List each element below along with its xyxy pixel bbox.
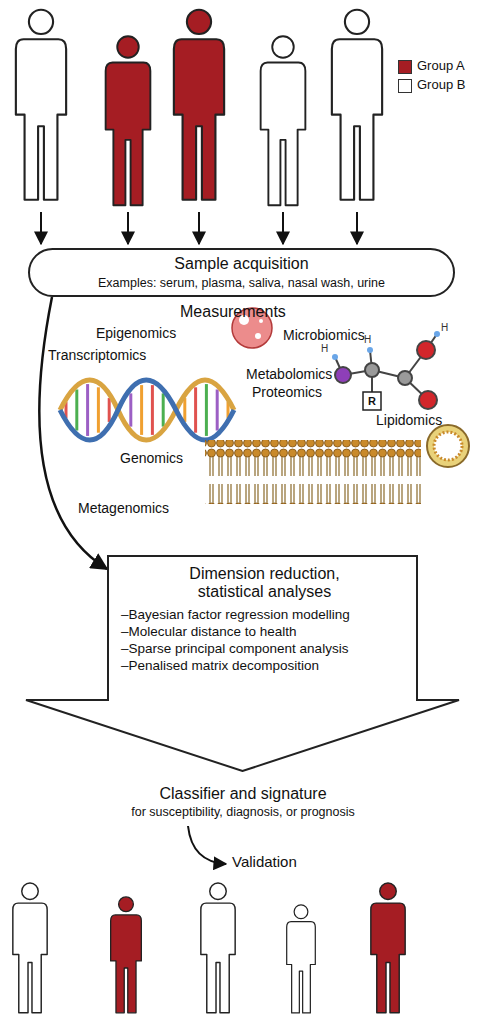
lipid-bilayer bbox=[205, 425, 469, 504]
legend-swatch bbox=[398, 79, 412, 93]
list-item: –Sparse principal component analysis bbox=[121, 641, 408, 656]
person-arrow bbox=[41, 212, 357, 244]
person-figure bbox=[13, 883, 47, 1013]
person-figure bbox=[332, 10, 382, 200]
atom-label: H bbox=[321, 343, 328, 355]
list-item: –Bayesian factor regression modelling bbox=[121, 607, 408, 622]
box-title: Dimension reduction, statistical analyse… bbox=[170, 565, 360, 601]
person-figure bbox=[201, 883, 235, 1013]
validation-arrow bbox=[188, 826, 226, 864]
dna-helix bbox=[60, 380, 234, 440]
group-label: R bbox=[368, 395, 376, 408]
person-figure bbox=[287, 905, 316, 1013]
person-figure bbox=[106, 36, 151, 205]
omics-label: Microbiomics bbox=[283, 327, 365, 343]
person-figure bbox=[174, 10, 224, 200]
arrow-box: Dimension reduction, statistical analyse… bbox=[25, 555, 460, 772]
result-title: Classifier and signature bbox=[159, 785, 326, 803]
legend-swatch bbox=[398, 60, 412, 74]
omics-label: Epigenomics bbox=[96, 325, 176, 341]
person-figure bbox=[111, 897, 142, 1013]
atom-label: H bbox=[441, 322, 448, 334]
box-content: Dimension reduction, statistical analyse… bbox=[107, 555, 418, 685]
section-label: Measurements bbox=[180, 303, 286, 321]
person-figure bbox=[16, 10, 66, 200]
omics-label: Genomics bbox=[120, 450, 183, 466]
process-box: Sample acquisitionExamples: serum, plasm… bbox=[28, 248, 455, 297]
legend-text: Group B bbox=[417, 78, 465, 93]
box-title: Sample acquisition bbox=[40, 255, 443, 273]
list-item: –Penalised matrix decomposition bbox=[121, 658, 408, 673]
step-label: Validation bbox=[232, 853, 297, 870]
omics-label: Transcriptomics bbox=[48, 347, 146, 363]
person-figure bbox=[371, 883, 405, 1013]
person-figure bbox=[261, 36, 306, 205]
result-subtitle: for susceptibility, diagnosis, or progno… bbox=[131, 805, 355, 819]
omics-label: Lipidomics bbox=[376, 412, 442, 428]
omics-label: Metagenomics bbox=[78, 500, 169, 516]
list-item: –Molecular distance to health bbox=[121, 624, 408, 639]
legend-text: Group A bbox=[417, 59, 465, 74]
omics-label: Proteomics bbox=[252, 384, 322, 400]
box-subtitle: Examples: serum, plasma, saliva, nasal w… bbox=[40, 276, 443, 290]
atom-label: H bbox=[364, 334, 371, 346]
omics-label: Metabolomics bbox=[246, 366, 332, 382]
